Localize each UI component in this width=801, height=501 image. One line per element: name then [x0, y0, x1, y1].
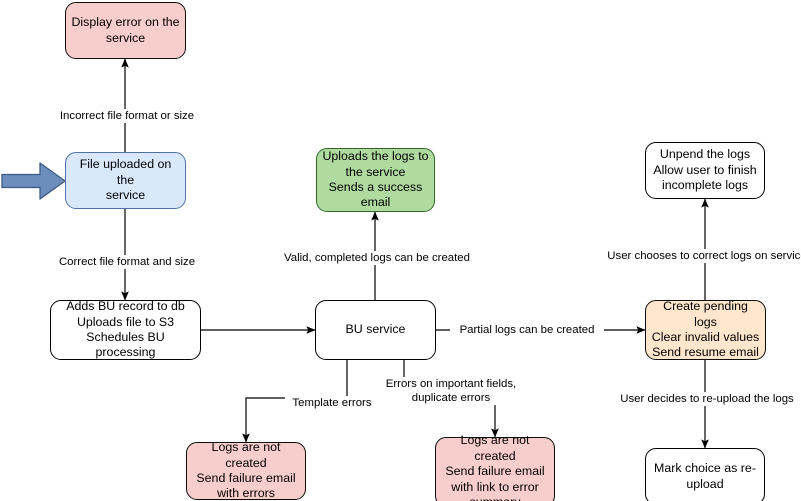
- edge-label-valid-completed-logs: Valid, completed logs can be created: [255, 251, 499, 265]
- edge-label-user-chooses-to-correct-logs: User chooses to correct logs on service: [585, 249, 801, 263]
- edge-label-user-decides-to-re-upload: User decides to re-upload the logs: [600, 392, 801, 406]
- entry-block-arrow-icon: [1, 162, 66, 200]
- node-display-error[interactable]: Display error on the service: [65, 2, 186, 59]
- node-create-pending-logs[interactable]: Create pending logs Clear invalid values…: [645, 299, 766, 360]
- node-bu-service[interactable]: BU service: [315, 300, 436, 360]
- node-adds-bu-record-to-db[interactable]: Adds BU record to db Uploads file to S3 …: [50, 299, 201, 360]
- node-logs-not-created-with-errors[interactable]: Logs are not created Send failure email …: [186, 440, 306, 500]
- node-mark-choice-as-re-upload[interactable]: Mark choice as re- upload: [645, 448, 765, 501]
- node-logs-not-created-error-summary[interactable]: Logs are not created Send failure email …: [435, 433, 555, 501]
- node-uploads-logs-sends-success-email[interactable]: Uploads the logs to the service Sends a …: [316, 148, 435, 212]
- edge-label-correct-file-format: Correct file format and size: [0, 255, 254, 269]
- node-file-uploaded-on-the-service[interactable]: File uploaded on the service: [65, 152, 186, 209]
- edge-label-errors-on-important-fields: Errors on important fields, duplicate er…: [379, 377, 523, 405]
- edge-label-partial-logs: Partial logs can be created: [450, 323, 604, 337]
- edge-label-template-errors: Template errors: [285, 396, 379, 410]
- node-unpend-the-logs[interactable]: Unpend the logs Allow user to finish inc…: [645, 142, 765, 199]
- edge-label-incorrect-file-format: Incorrect file format or size: [0, 109, 254, 123]
